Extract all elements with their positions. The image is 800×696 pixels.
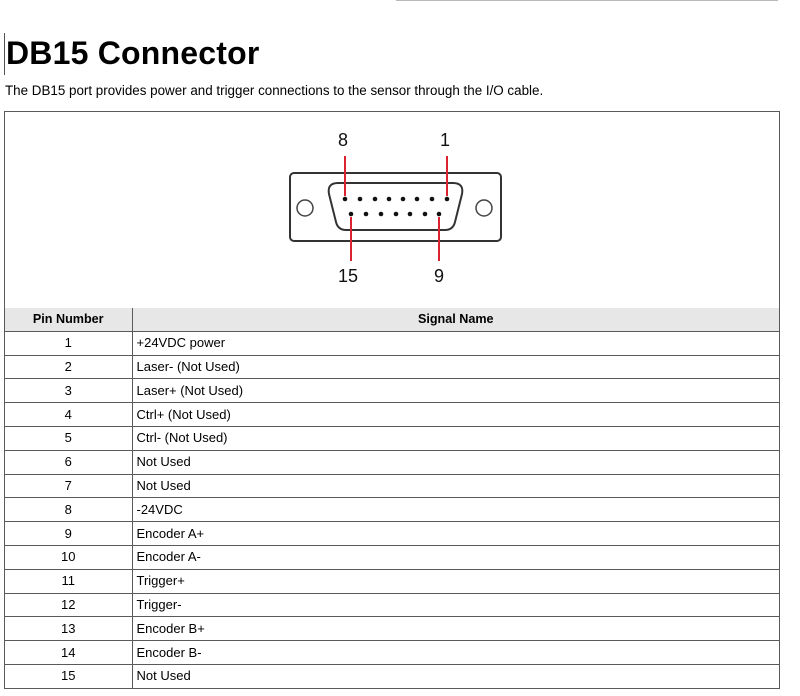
mounting-hole-right	[475, 199, 493, 217]
signal-name-cell: Not Used	[131, 473, 779, 499]
pin-number-cell: 15	[5, 663, 133, 688]
table-row: 12 Trigger-	[5, 592, 779, 618]
pin-label-9: 9	[434, 266, 444, 286]
signal-name-cell: Not Used	[131, 663, 779, 688]
signal-name-cell: Encoder B-	[131, 640, 779, 665]
table-row: 13 Encoder B+	[5, 616, 779, 642]
pin-number-cell: 9	[5, 521, 133, 546]
signal-name-cell: Not Used	[131, 449, 779, 475]
pin-number-cell: 7	[5, 473, 133, 499]
pin-number-cell: 10	[5, 544, 133, 570]
top-divider	[396, 0, 778, 1]
table-row: 4 Ctrl+ (Not Used)	[5, 402, 779, 427]
pin-number-cell: 1	[5, 330, 133, 356]
mounting-hole-left	[296, 199, 314, 217]
page-description: The DB15 port provides power and trigger…	[5, 83, 544, 98]
column-header-signal-name: Signal Name	[131, 308, 779, 332]
connector-shell	[289, 172, 502, 242]
pin-number-cell: 5	[5, 425, 133, 451]
connector-face	[327, 182, 464, 231]
table-row: 1 +24VDC power	[5, 330, 779, 356]
signal-name-cell: Laser- (Not Used)	[131, 354, 779, 380]
pin-label-1: 1	[440, 130, 450, 150]
table-row: 10 Encoder A-	[5, 544, 779, 570]
pin-number-cell: 2	[5, 354, 133, 380]
signal-name-cell: Ctrl+ (Not Used)	[131, 402, 779, 427]
signal-name-cell: Trigger-	[131, 592, 779, 618]
signal-name-cell: Ctrl- (Not Used)	[131, 425, 779, 451]
pin-number-cell: 13	[5, 616, 133, 642]
page-title: DB15 Connector	[6, 35, 260, 71]
signal-name-cell: Trigger+	[131, 568, 779, 594]
pin-number-cell: 4	[5, 402, 133, 427]
table-row: 2 Laser- (Not Used)	[5, 354, 779, 380]
signal-name-cell: -24VDC	[131, 497, 779, 523]
pin-row-bottom	[348, 211, 442, 217]
pin-number-cell: 3	[5, 378, 133, 404]
pin-number-cell: 8	[5, 497, 133, 523]
pin-label-8: 8	[338, 130, 348, 150]
table-row: 6 Not Used	[5, 449, 779, 475]
signal-name-cell: Laser+ (Not Used)	[131, 378, 779, 404]
signal-name-cell: Encoder B+	[131, 616, 779, 642]
pin-label-15: 15	[338, 266, 358, 286]
connector-table-frame: 8 1 15 9 Pin Number Signal Name 1 +24VDC…	[4, 111, 780, 689]
table-row: 14 Encoder B-	[5, 640, 779, 665]
connector-diagram-cell: 8 1 15 9	[5, 112, 779, 309]
db15-connector-diagram: 8 1 15 9	[289, 130, 502, 286]
pin-number-cell: 14	[5, 640, 133, 665]
table-row: 11 Trigger+	[5, 568, 779, 594]
signal-name-cell: Encoder A-	[131, 544, 779, 570]
title-marker-bar	[4, 33, 5, 75]
table-row: 8 -24VDC	[5, 497, 779, 523]
pin-assignment-table: Pin Number Signal Name 1 +24VDC power 2 …	[5, 308, 779, 688]
pin-row-top	[342, 196, 450, 202]
pin-number-cell: 12	[5, 592, 133, 618]
table-row: 3 Laser+ (Not Used)	[5, 378, 779, 404]
table-row: 9 Encoder A+	[5, 521, 779, 546]
pin-number-cell: 11	[5, 568, 133, 594]
signal-name-cell: +24VDC power	[131, 330, 779, 356]
table-row: 7 Not Used	[5, 473, 779, 499]
table-row: 15 Not Used	[5, 663, 779, 688]
column-header-pin-number: Pin Number	[5, 308, 133, 332]
table-header-row: Pin Number Signal Name	[5, 308, 779, 332]
table-row: 5 Ctrl- (Not Used)	[5, 425, 779, 451]
signal-name-cell: Encoder A+	[131, 521, 779, 546]
pin-number-cell: 6	[5, 449, 133, 475]
